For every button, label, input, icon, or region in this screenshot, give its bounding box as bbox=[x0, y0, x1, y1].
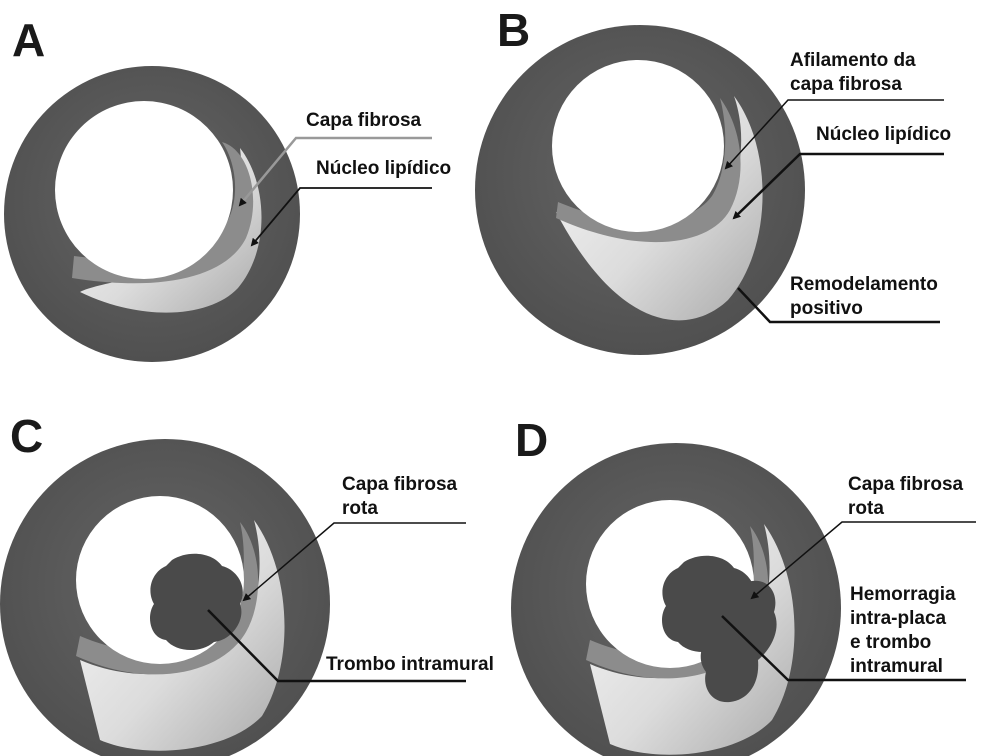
panel-b-letter: B bbox=[497, 4, 530, 56]
panel-a-lumen bbox=[55, 101, 233, 279]
panel-b: B Afilamento da capa fibrosa Núcleo lipí… bbox=[475, 4, 951, 355]
panel-c-letter: C bbox=[10, 410, 43, 462]
panel-c-ruptured-cap-label-2: rota bbox=[342, 498, 378, 519]
panel-b-lumen bbox=[552, 60, 724, 232]
panel-b-cap-thinning-label-2: capa fibrosa bbox=[790, 74, 902, 95]
panel-d-hemorrhage-label-2: intra-placa bbox=[850, 608, 947, 629]
panel-d-hemorrhage-label-4: intramural bbox=[850, 656, 943, 677]
panel-d-ruptured-cap-label-1: Capa fibrosa bbox=[848, 474, 964, 495]
panel-d: D Capa fibrosa rota Hemorragia intra-pla… bbox=[511, 414, 976, 756]
panel-a-letter: A bbox=[12, 14, 45, 66]
panel-a-lipid-core-label: Núcleo lipídico bbox=[316, 158, 451, 179]
panel-c-ruptured-cap-label-1: Capa fibrosa bbox=[342, 474, 458, 495]
panel-b-lipid-core-label: Núcleo lipídico bbox=[816, 124, 951, 145]
panel-d-hemorrhage-label-3: e trombo bbox=[850, 632, 931, 653]
panel-b-remodeling-label-2: positivo bbox=[790, 298, 863, 319]
panel-d-hemorrhage-label-1: Hemorragia bbox=[850, 584, 956, 605]
panel-b-cap-thinning-label-1: Afilamento da bbox=[790, 50, 916, 71]
panel-c: C Capa fibrosa rota Trombo intramural bbox=[0, 410, 494, 756]
panel-a-fibrous-cap-label: Capa fibrosa bbox=[306, 110, 422, 131]
panel-b-remodeling-label-1: Remodelamento bbox=[790, 274, 938, 295]
panel-d-letter: D bbox=[515, 414, 548, 466]
panel-d-ruptured-cap-label-2: rota bbox=[848, 498, 884, 519]
panel-c-thrombus-label: Trombo intramural bbox=[326, 654, 494, 675]
panel-a: A Capa fibrosa Núcleo lipídico bbox=[4, 14, 451, 362]
